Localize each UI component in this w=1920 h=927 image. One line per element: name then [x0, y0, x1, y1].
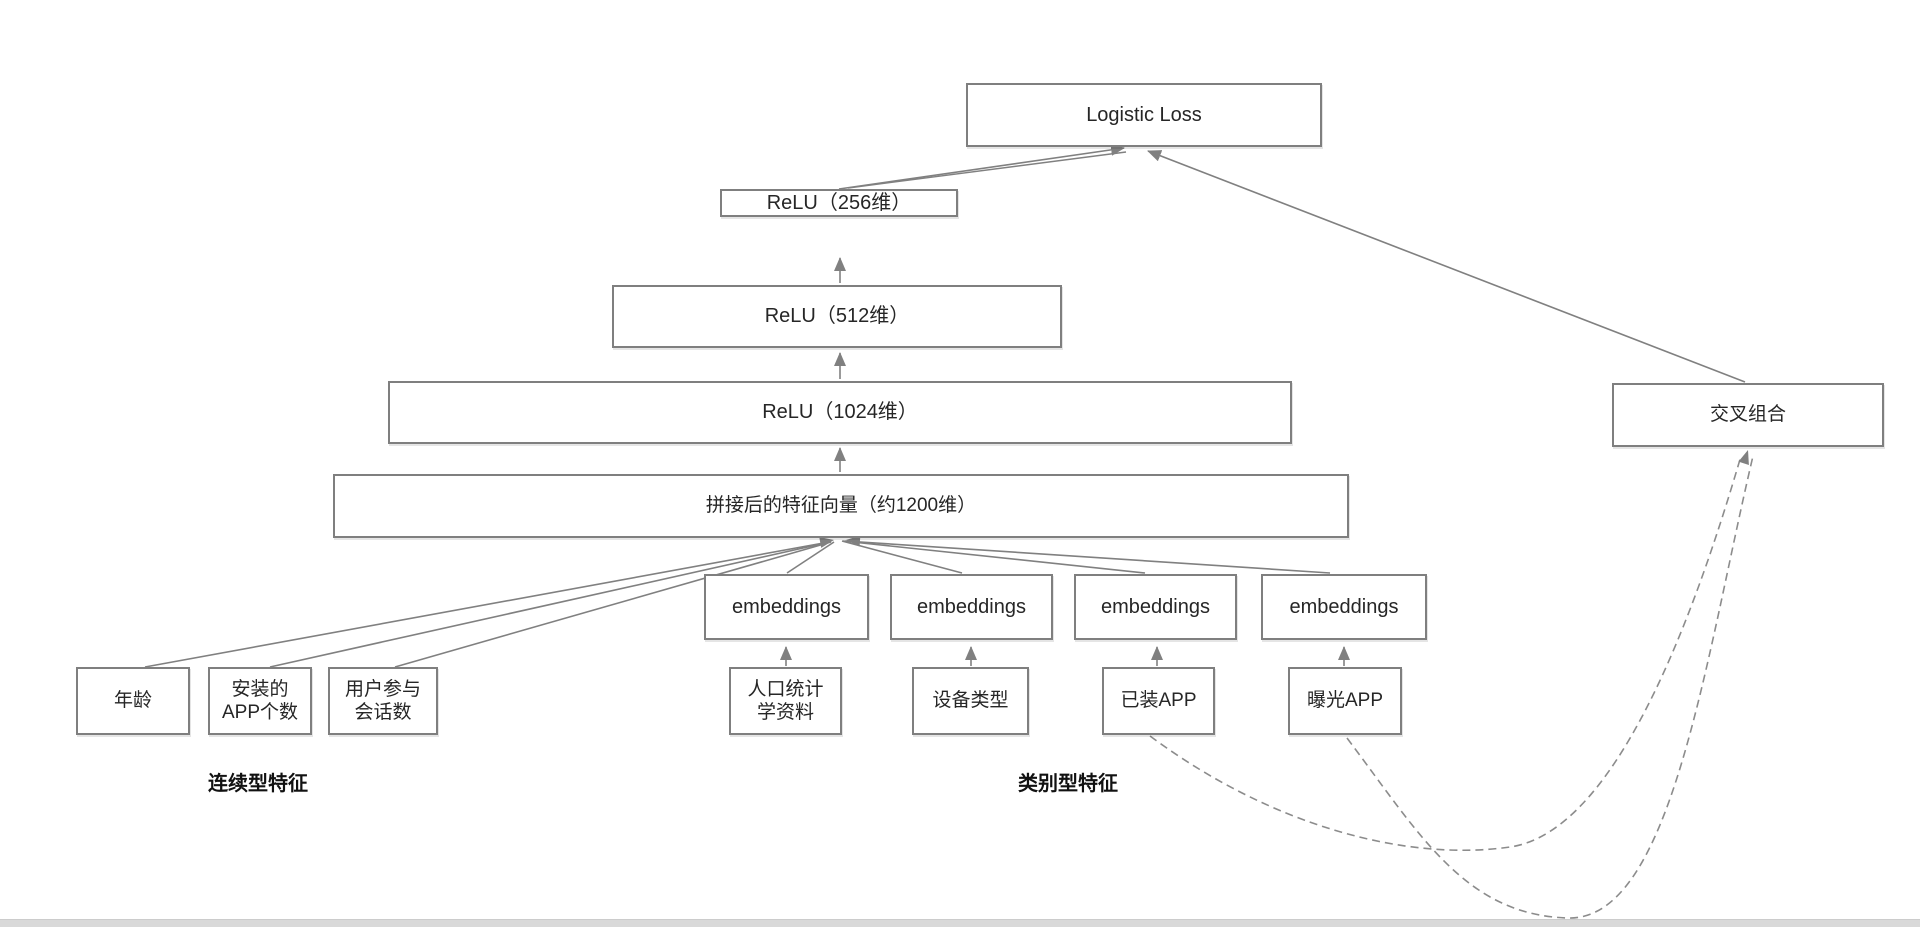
concat-arrowhead-left: [819, 537, 834, 548]
node-relu-256: ReLU（256维）: [720, 189, 958, 218]
edge-relu256-logloss: [838, 143, 1125, 190]
node-embeddings-1-label: embeddings: [732, 595, 841, 618]
edge-emb1-concat: [786, 541, 835, 574]
user-sessions-line2: 会话数: [354, 702, 412, 723]
demographics-line1: 人口统计: [747, 678, 824, 700]
node-relu-256-label: ReLU（256维）: [766, 192, 912, 214]
node-cross-product: 交叉组合: [1612, 383, 1884, 447]
node-feature-device-type: 设备类型: [912, 667, 1029, 735]
group-label-categorical-features: 类别型特征: [1018, 773, 1118, 795]
node-feature-installed-apps-count: 安装的 APP个数: [208, 667, 312, 735]
installed-apps-count-line1: 安装的: [231, 678, 289, 700]
node-feature-impression-app: 曝光APP: [1288, 667, 1402, 735]
edge-relu256-logloss-2: [847, 151, 1127, 189]
node-relu-512: ReLU（512维）: [612, 285, 1062, 348]
edge-installedcount-concat: [269, 541, 831, 668]
installed-apps-count-line2: APP个数: [221, 702, 299, 723]
node-logistic-loss: Logistic Loss: [966, 83, 1322, 147]
node-feature-demographics: 人口统计 学资料: [729, 667, 842, 735]
cross-arrowhead: [1738, 450, 1749, 466]
node-feature-age: 年龄: [76, 667, 190, 735]
edge-emb3-concat: [842, 540, 1146, 574]
user-sessions-line1: 用户参与: [344, 678, 421, 700]
group-label-continuous-features: 连续型特征: [208, 773, 308, 795]
node-feature-installed-app-label: 已装APP: [1120, 690, 1197, 712]
node-relu-1024: ReLU（1024维）: [388, 381, 1292, 444]
node-embeddings-3: embeddings: [1074, 574, 1237, 640]
node-feature-user-sessions: 用户参与 会话数: [328, 667, 438, 735]
concat-arrowhead-right: [846, 535, 861, 547]
edge-sessions-concat: [394, 541, 832, 668]
node-concat-vector-label: 拼接后的特征向量（约1200维）: [705, 495, 977, 517]
node-embeddings-1: embeddings: [704, 574, 869, 640]
node-feature-installed-app: 已装APP: [1102, 667, 1215, 735]
edge-emb2-concat: [841, 540, 963, 574]
node-embeddings-3-label: embeddings: [1101, 595, 1210, 618]
node-feature-age-label: 年龄: [113, 690, 152, 712]
node-feature-impression-app-label: 曝光APP: [1306, 690, 1384, 712]
bottom-edge-strip: [0, 919, 1920, 927]
node-embeddings-4: embeddings: [1261, 574, 1427, 640]
edge-cross-logloss: [1147, 150, 1746, 383]
node-cross-product-label: 交叉组合: [1709, 404, 1786, 426]
node-relu-512-label: ReLU（512维）: [764, 305, 910, 328]
node-feature-device-type-label: 设备类型: [932, 690, 1009, 712]
demographics-line2: 学资料: [756, 702, 814, 723]
node-embeddings-2-label: embeddings: [917, 595, 1026, 618]
edge-impression-cross-dashed: [1346, 455, 1754, 919]
node-embeddings-2: embeddings: [890, 574, 1053, 640]
edge-emb4-concat: [844, 540, 1331, 574]
edge-installedapp-cross-dashed: [1149, 455, 1742, 852]
node-concat-vector: 拼接后的特征向量（约1200维）: [333, 474, 1349, 538]
node-embeddings-4-label: embeddings: [1289, 595, 1399, 618]
node-logistic-loss-label: Logistic Loss: [1086, 103, 1202, 126]
node-relu-1024-label: ReLU（1024维）: [762, 401, 918, 424]
edge-age-concat: [144, 541, 830, 668]
